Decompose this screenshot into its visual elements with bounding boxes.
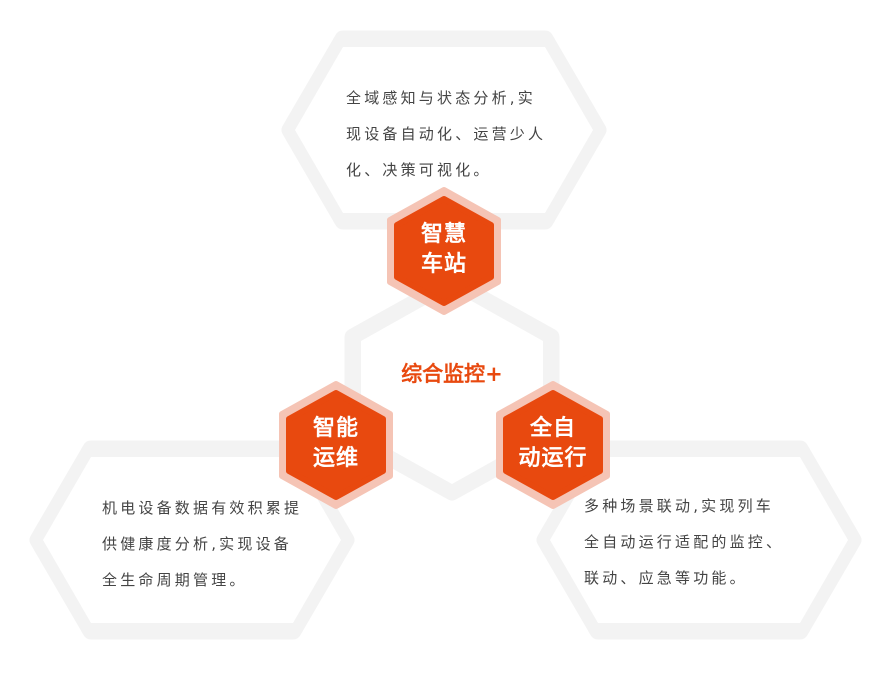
description-smart-maintenance: 机电设备数据有效积累提 供健康度分析,实现设备 全生命周期管理。 <box>102 490 302 598</box>
description-auto-operation: 多种场景联动,实现列车 全自动运行适配的监控、 联动、应急等功能。 <box>584 488 784 596</box>
description-line: 多种场景联动,实现列车 <box>584 497 774 515</box>
badge-line: 运维 <box>312 446 359 471</box>
hex-panel-auto-operation <box>536 440 862 640</box>
description-line: 全域感知与状态分析,实 <box>346 89 536 107</box>
badge-smart-maintenance <box>279 381 393 509</box>
description-line: 现设备自动化、运营少人 <box>346 125 547 143</box>
badge-auto-operation <box>496 381 610 509</box>
description-line: 全自动运行适配的监控、 <box>584 533 785 551</box>
badge-smart-station <box>387 187 501 315</box>
badge-label-smart-station: 智慧 车站 <box>394 220 494 280</box>
hex-center <box>344 273 560 501</box>
badge-line: 智慧 <box>420 222 467 247</box>
badge-line: 动运行 <box>518 446 588 471</box>
badge-line: 全自 <box>529 416 576 441</box>
badge-line: 车站 <box>420 252 467 277</box>
description-line: 机电设备数据有效积累提 <box>102 499 303 517</box>
hex-panel-smart-station <box>281 30 607 230</box>
center-title: 综合监控+ <box>401 362 503 386</box>
description-line: 供健康度分析,实现设备 <box>102 535 292 553</box>
badge-line: 智能 <box>312 416 359 441</box>
description-smart-station: 全域感知与状态分析,实 现设备自动化、运营少人 化、决策可视化。 <box>346 80 546 188</box>
badge-label-smart-maintenance: 智能 运维 <box>286 414 386 474</box>
description-line: 全生命周期管理。 <box>102 571 248 589</box>
description-line: 联动、应急等功能。 <box>584 569 748 587</box>
badge-label-auto-operation: 全自 动运行 <box>503 414 603 474</box>
description-line: 化、决策可视化。 <box>346 161 492 179</box>
